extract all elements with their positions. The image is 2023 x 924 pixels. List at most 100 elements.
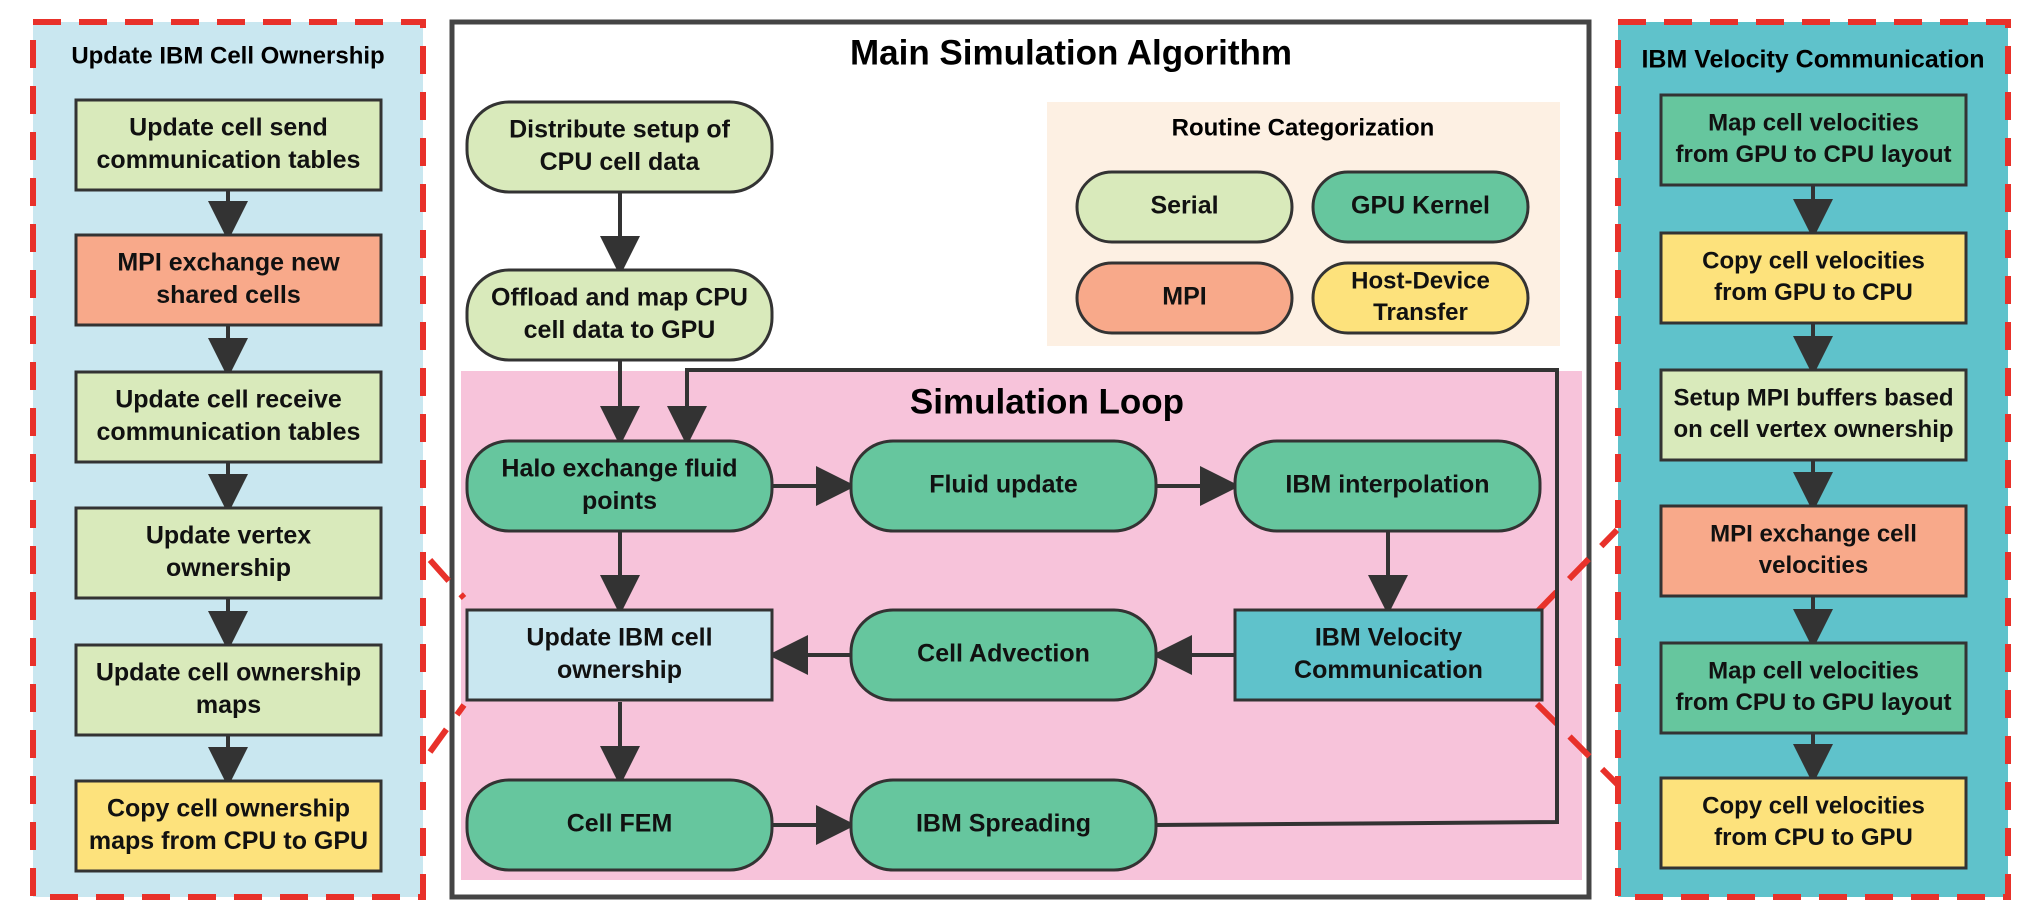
node-halo-exchange-label-line: points <box>582 487 657 515</box>
right-step-6: Copy cell velocities from CPU to GPU <box>1659 776 1968 870</box>
left-step-2-label-line: MPI exchange new <box>117 248 340 276</box>
left-step-6-label-line: maps from CPU to GPU <box>89 827 368 855</box>
legend-gpu-kernel-label-line: GPU Kernel <box>1351 192 1490 220</box>
left-step-3: Update cell receive communication tables <box>74 370 383 464</box>
node-ibm-velocity-communication-label-line: IBM Velocity <box>1315 623 1462 651</box>
node-update-ibm-ownership-label-line: Update IBM cell <box>526 623 712 651</box>
node-cell-fem: Cell FEM <box>465 778 774 872</box>
node-offload-map-label-line: Offload and map CPU <box>491 283 748 311</box>
node-update-ibm-ownership-box <box>465 608 774 702</box>
left-step-4: Update vertex ownership <box>74 506 383 600</box>
node-cell-advection-label-line: Cell Advection <box>917 640 1090 668</box>
right-step-4: MPI exchange cell velocities <box>1659 504 1968 598</box>
left-step-1-label-line: communication tables <box>97 146 361 174</box>
node-halo-exchange-label-line: Halo exchange fluid <box>501 454 737 482</box>
left-step-1-label-line: Update cell send <box>129 113 328 141</box>
node-update-ibm-ownership: Update IBM cell ownership <box>465 608 774 702</box>
right-step-6-label-line: Copy cell velocities <box>1702 793 1925 820</box>
node-distribute-setup-label-line: Distribute setup of <box>509 115 731 143</box>
right-step-2-label-line: from GPU to CPU <box>1714 279 1913 306</box>
left-step-5-label-line: maps <box>196 691 261 719</box>
left-step-2-box <box>74 233 383 327</box>
left-step-4-label-line: ownership <box>166 554 291 582</box>
left-step-6-box <box>74 779 383 873</box>
right-step-2-box <box>1659 231 1968 325</box>
right-step-5-label-line: Map cell velocities <box>1708 658 1919 685</box>
right-panel-title: IBM Velocity Communication <box>1641 46 1984 74</box>
left-step-6: Copy cell ownership maps from CPU to GPU <box>74 779 383 873</box>
node-fluid-update-label-line: Fluid update <box>929 471 1078 499</box>
right-step-5-box <box>1659 641 1968 735</box>
right-step-1-box <box>1659 93 1968 187</box>
right-step-5-label-line: from CPU to GPU layout <box>1675 689 1951 716</box>
legend-gpu-kernel-box <box>1311 170 1530 244</box>
node-fluid-update-box <box>849 439 1158 533</box>
right-zoom-connector-bottom <box>1534 701 1620 787</box>
left-step-5-label-line: Update cell ownership <box>96 658 361 686</box>
right-step-4-box <box>1659 504 1968 598</box>
simulation-loop-title: Simulation Loop <box>910 382 1184 421</box>
left-step-1-box <box>74 98 383 192</box>
left-step-5-box <box>74 643 383 737</box>
right-step-4-label-line: MPI exchange cell <box>1710 521 1917 548</box>
node-ibm-interpolation-label-line: IBM interpolation <box>1285 471 1489 499</box>
left-panel-title: Update IBM Cell Ownership <box>71 42 384 69</box>
node-halo-exchange-box <box>465 439 774 533</box>
node-offload-map-box <box>465 268 774 362</box>
edges <box>208 185 1833 845</box>
right-step-2-label-line: Copy cell velocities <box>1702 248 1925 275</box>
node-ibm-velocity-communication-box <box>1233 608 1544 702</box>
right-step-5: Map cell velocities from CPU to GPU layou… <box>1659 641 1968 735</box>
right-zoom-connector-top <box>1534 527 1620 615</box>
main-title: Main Simulation Algorithm <box>850 33 1292 72</box>
node-offload-map-label-line: cell data to GPU <box>524 316 716 344</box>
right-step-4-label-line: velocities <box>1759 552 1868 579</box>
legend-gpu-kernel: GPU Kernel <box>1311 170 1530 244</box>
node-ibm-spreading-label-line: IBM Spreading <box>916 810 1091 838</box>
left-step-6-label-line: Copy cell ownership <box>107 794 350 822</box>
node-cell-advection-box <box>849 608 1158 702</box>
node-cell-fem-label-line: Cell FEM <box>567 810 673 838</box>
left-step-5: Update cell ownership maps <box>74 643 383 737</box>
node-distribute-setup-label-line: CPU cell data <box>540 148 701 176</box>
node-ibm-interpolation-box <box>1233 439 1542 533</box>
left-step-2: MPI exchange new shared cells <box>74 233 383 327</box>
left-step-4-label-line: Update vertex <box>146 521 311 549</box>
left-step-2-label-line: shared cells <box>156 281 301 309</box>
left-step-3-label-line: communication tables <box>97 418 361 446</box>
node-ibm-velocity-communication-label-line: Communication <box>1294 656 1483 684</box>
legend-mpi-label-line: MPI <box>1162 283 1206 311</box>
node-ibm-interpolation: IBM interpolation <box>1233 439 1542 533</box>
left-zoom-connector-top <box>427 557 467 601</box>
right-step-3-box <box>1659 368 1968 462</box>
left-step-4-box <box>74 506 383 600</box>
legend-mpi-box <box>1075 261 1294 335</box>
right-step-6-label-line: from CPU to GPU <box>1714 824 1913 851</box>
legend-serial: Serial <box>1075 170 1294 244</box>
right-step-3-label-line: on cell vertex ownership <box>1673 416 1953 443</box>
node-cell-fem-box <box>465 778 774 872</box>
right-step-2: Copy cell velocities from GPU to CPU <box>1659 231 1968 325</box>
node-cell-advection: Cell Advection <box>849 608 1158 702</box>
left-step-1: Update cell send communication tables <box>74 98 383 192</box>
right-step-6-box <box>1659 776 1968 870</box>
node-distribute-setup-box <box>465 100 774 194</box>
node-ibm-spreading: IBM Spreading <box>849 778 1158 872</box>
node-ibm-spreading-box <box>849 778 1158 872</box>
legend-host-device-label-line: Host-Device <box>1351 268 1490 295</box>
node-halo-exchange: Halo exchange fluid points <box>465 439 774 533</box>
left-step-3-label-line: Update cell receive <box>115 385 342 413</box>
node-distribute-setup: Distribute setup of CPU cell data <box>465 100 774 194</box>
right-step-1-label-line: Map cell velocities <box>1708 110 1919 137</box>
right-step-3-label-line: Setup MPI buffers based <box>1673 385 1953 412</box>
legend-host-device-label-line: Transfer <box>1373 299 1468 326</box>
right-step-3: Setup MPI buffers based on cell vertex ow… <box>1659 368 1968 462</box>
legend-serial-box <box>1075 170 1294 244</box>
node-update-ibm-ownership-label-line: ownership <box>557 656 682 684</box>
arrow-spreading-loop-back <box>667 368 1559 827</box>
